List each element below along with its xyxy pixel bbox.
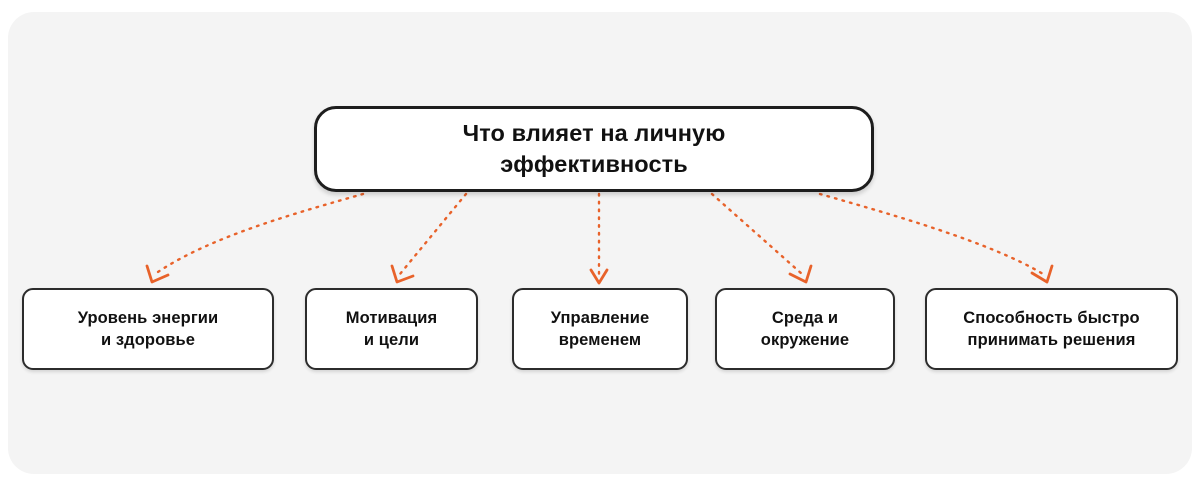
leaf-node-label: Мотивация и цели — [345, 308, 438, 349]
leaf-node-energy-health[interactable]: Уровень энергии и здоровье — [22, 288, 274, 370]
leaf-node-label: Способность быстро принимать решения — [963, 308, 1140, 349]
leaf-node-label: Управление временем — [550, 308, 650, 349]
leaf-node-label: Среда и окружение — [760, 308, 850, 349]
root-node-label: Что влияет на личную эффективность — [462, 119, 726, 177]
leaf-node-decision-making[interactable]: Способность быстро принимать решения — [925, 288, 1178, 370]
leaf-node-motivation-goals[interactable]: Мотивация и цели — [305, 288, 478, 370]
leaf-node-time-management[interactable]: Управление временем — [512, 288, 688, 370]
backdrop-card — [8, 12, 1192, 474]
leaf-node-label: Уровень энергии и здоровье — [77, 308, 219, 349]
leaf-node-environment[interactable]: Среда и окружение — [715, 288, 895, 370]
root-node[interactable]: Что влияет на личную эффективность — [314, 106, 874, 192]
